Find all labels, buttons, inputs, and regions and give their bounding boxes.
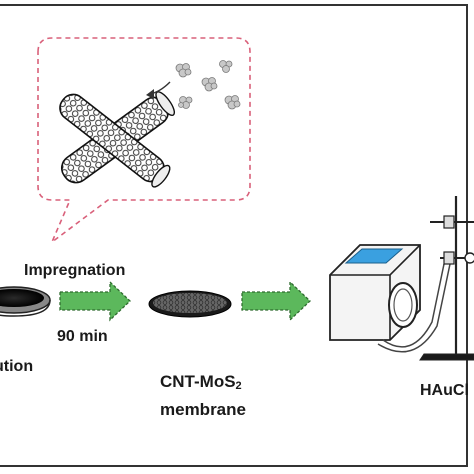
crossed-nanotubes <box>59 91 176 188</box>
curved-arrow-icon <box>146 81 171 99</box>
solution-label: ution <box>0 358 34 375</box>
haucl-label: HAuCl <box>420 382 469 399</box>
membrane-subscript: 2 <box>235 380 242 392</box>
callout-bubble <box>37 37 251 245</box>
membrane-disk <box>148 290 232 318</box>
process-arrow-1 <box>59 280 131 322</box>
process-arrow-2 <box>241 280 311 322</box>
membrane-prefix: CNT-MoS <box>160 372 236 391</box>
membrane-word: membrane <box>160 400 246 419</box>
ring-stand <box>419 196 474 361</box>
device-box <box>329 244 421 341</box>
time-label: 90 min <box>57 328 108 345</box>
solution-dish <box>0 286 51 317</box>
tubing <box>377 263 451 353</box>
impregnation-label: Impregnation <box>24 262 126 279</box>
figure-frame <box>0 4 468 467</box>
membrane-title: CNT-MoS2 <box>160 372 242 392</box>
mos2-particles <box>175 60 241 110</box>
